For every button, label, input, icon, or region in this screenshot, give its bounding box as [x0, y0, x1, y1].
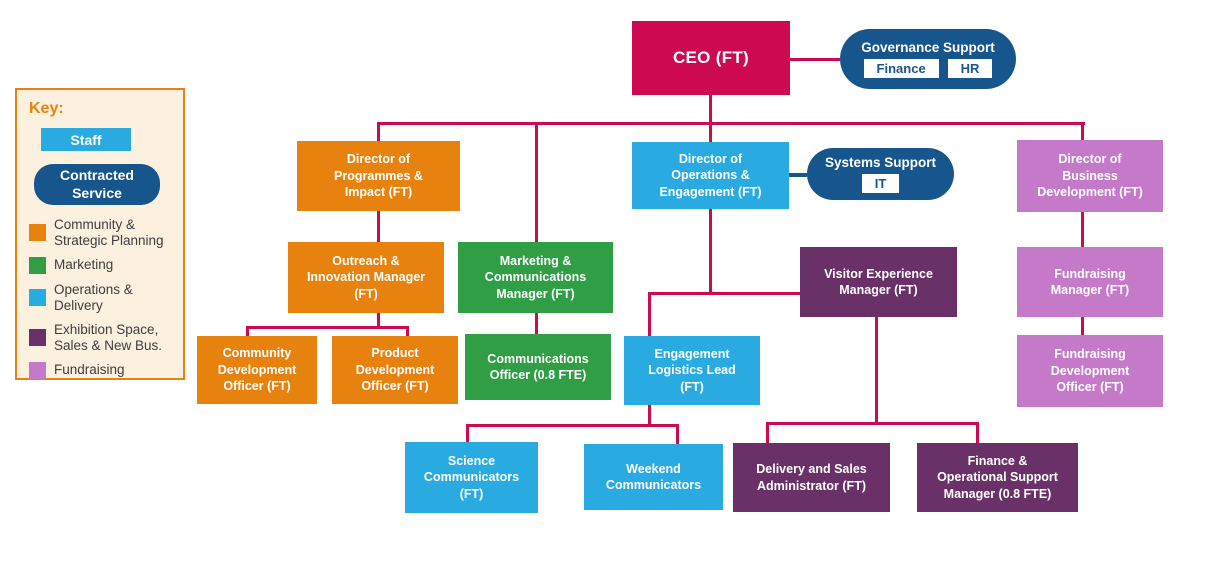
- systems-services: IT: [861, 174, 900, 193]
- connector-business-fundraising-manager: [1081, 212, 1084, 249]
- connector-drop-engagement-lead: [648, 292, 651, 338]
- node-director-business-development: Director of Business Development (FT): [1017, 140, 1163, 212]
- connector-outreach-branch: [246, 326, 409, 329]
- node-communications-officer: Communications Officer (0.8 FTE): [465, 334, 611, 400]
- node-product-development-officer: Product Development Officer (FT): [332, 336, 458, 404]
- legend-swatch-green: [29, 256, 46, 274]
- key-staff-chip: Staff: [41, 128, 131, 151]
- node-director-operations-engagement: Director of Operations & Engagement (FT): [632, 142, 789, 209]
- key-title: Key:: [29, 100, 64, 117]
- connector-engagement-lead-stem: [648, 405, 651, 426]
- node-fundraising-manager: Fundraising Manager (FT): [1017, 247, 1163, 317]
- connector-operations-stem: [709, 209, 712, 295]
- node-science-communicators: Science Communicators (FT): [405, 442, 538, 513]
- connector-visitor-manager-stem: [875, 317, 878, 425]
- connector-ceo-stem: [709, 95, 712, 124]
- legend-item-exhibition-sales: Exhibition Space, Sales & New Bus.: [29, 322, 171, 354]
- governance-support-pill: Governance Support Finance HR: [840, 29, 1016, 89]
- legend-item-operations-delivery: Operations & Delivery: [29, 282, 171, 314]
- node-weekend-communicators: Weekend Communicators: [584, 444, 723, 510]
- connector-programmes-outreach: [377, 211, 380, 244]
- connector-drop-delivery-admin: [766, 422, 769, 445]
- connector-drop-finance-ops: [976, 422, 979, 445]
- legend-swatch-dark-purple: [29, 329, 46, 347]
- legend-item-fundraising: Fundraising: [29, 361, 171, 379]
- node-community-development-officer: Community Development Officer (FT): [197, 336, 317, 404]
- hr-chip: HR: [947, 59, 993, 78]
- connector-drop-programmes: [377, 122, 380, 143]
- connector-fundraising-manager-officer: [1081, 317, 1084, 337]
- connector-drop-product-officer: [406, 326, 409, 338]
- node-visitor-experience-manager: Visitor Experience Manager (FT): [800, 247, 957, 317]
- node-outreach-innovation-manager: Outreach & Innovation Manager (FT): [288, 242, 444, 313]
- governance-support-title: Governance Support: [861, 40, 995, 55]
- connector-outreach-stem: [377, 313, 380, 328]
- connector-drop-community-officer: [246, 326, 249, 338]
- connector-drop-operations: [709, 122, 712, 144]
- systems-support-pill: Systems Support IT: [807, 148, 954, 200]
- legend-item-marketing: Marketing: [29, 256, 171, 274]
- key-panel: Key: Staff Contracted Service Community …: [15, 88, 185, 380]
- connector-spine: [377, 122, 1085, 125]
- node-delivery-sales-administrator: Delivery and Sales Administrator (FT): [733, 443, 890, 512]
- connector-drop-business: [1081, 122, 1084, 142]
- governance-services: Finance HR: [863, 59, 993, 78]
- finance-chip: Finance: [863, 59, 939, 78]
- legend-swatch-orange: [29, 224, 46, 242]
- node-director-programmes-impact: Director of Programmes & Impact (FT): [297, 141, 460, 211]
- connector-marketing-comms-officer: [535, 313, 538, 336]
- connector-drop-science-communicators: [466, 424, 469, 444]
- legend-swatch-light-purple: [29, 361, 46, 379]
- connector-ceo-governance: [790, 58, 840, 61]
- legend: Community & Strategic Planning Marketing…: [29, 217, 171, 379]
- systems-support-title: Systems Support: [824, 155, 937, 170]
- connector-operations-systems-support: [789, 173, 807, 177]
- node-ceo: CEO (FT): [632, 21, 790, 95]
- connector-communicators-branch: [466, 424, 679, 427]
- node-engagement-logistics-lead: Engagement Logistics Lead (FT): [624, 336, 760, 405]
- legend-swatch-light-blue: [29, 289, 46, 307]
- it-chip: IT: [861, 174, 900, 193]
- connector-operations-branch: [648, 292, 802, 295]
- legend-item-community-strategic-planning: Community & Strategic Planning: [29, 217, 171, 249]
- key-contracted-service-chip: Contracted Service: [34, 164, 160, 205]
- node-fundraising-development-officer: Fundraising Development Officer (FT): [1017, 335, 1163, 407]
- connector-drop-weekend-communicators: [676, 424, 679, 446]
- node-marketing-communications-manager: Marketing & Communications Manager (FT): [458, 242, 613, 313]
- node-finance-operational-support-manager: Finance & Operational Support Manager (0…: [917, 443, 1078, 512]
- connector-visitor-branch: [766, 422, 979, 425]
- connector-drop-marketing-manager: [535, 122, 538, 244]
